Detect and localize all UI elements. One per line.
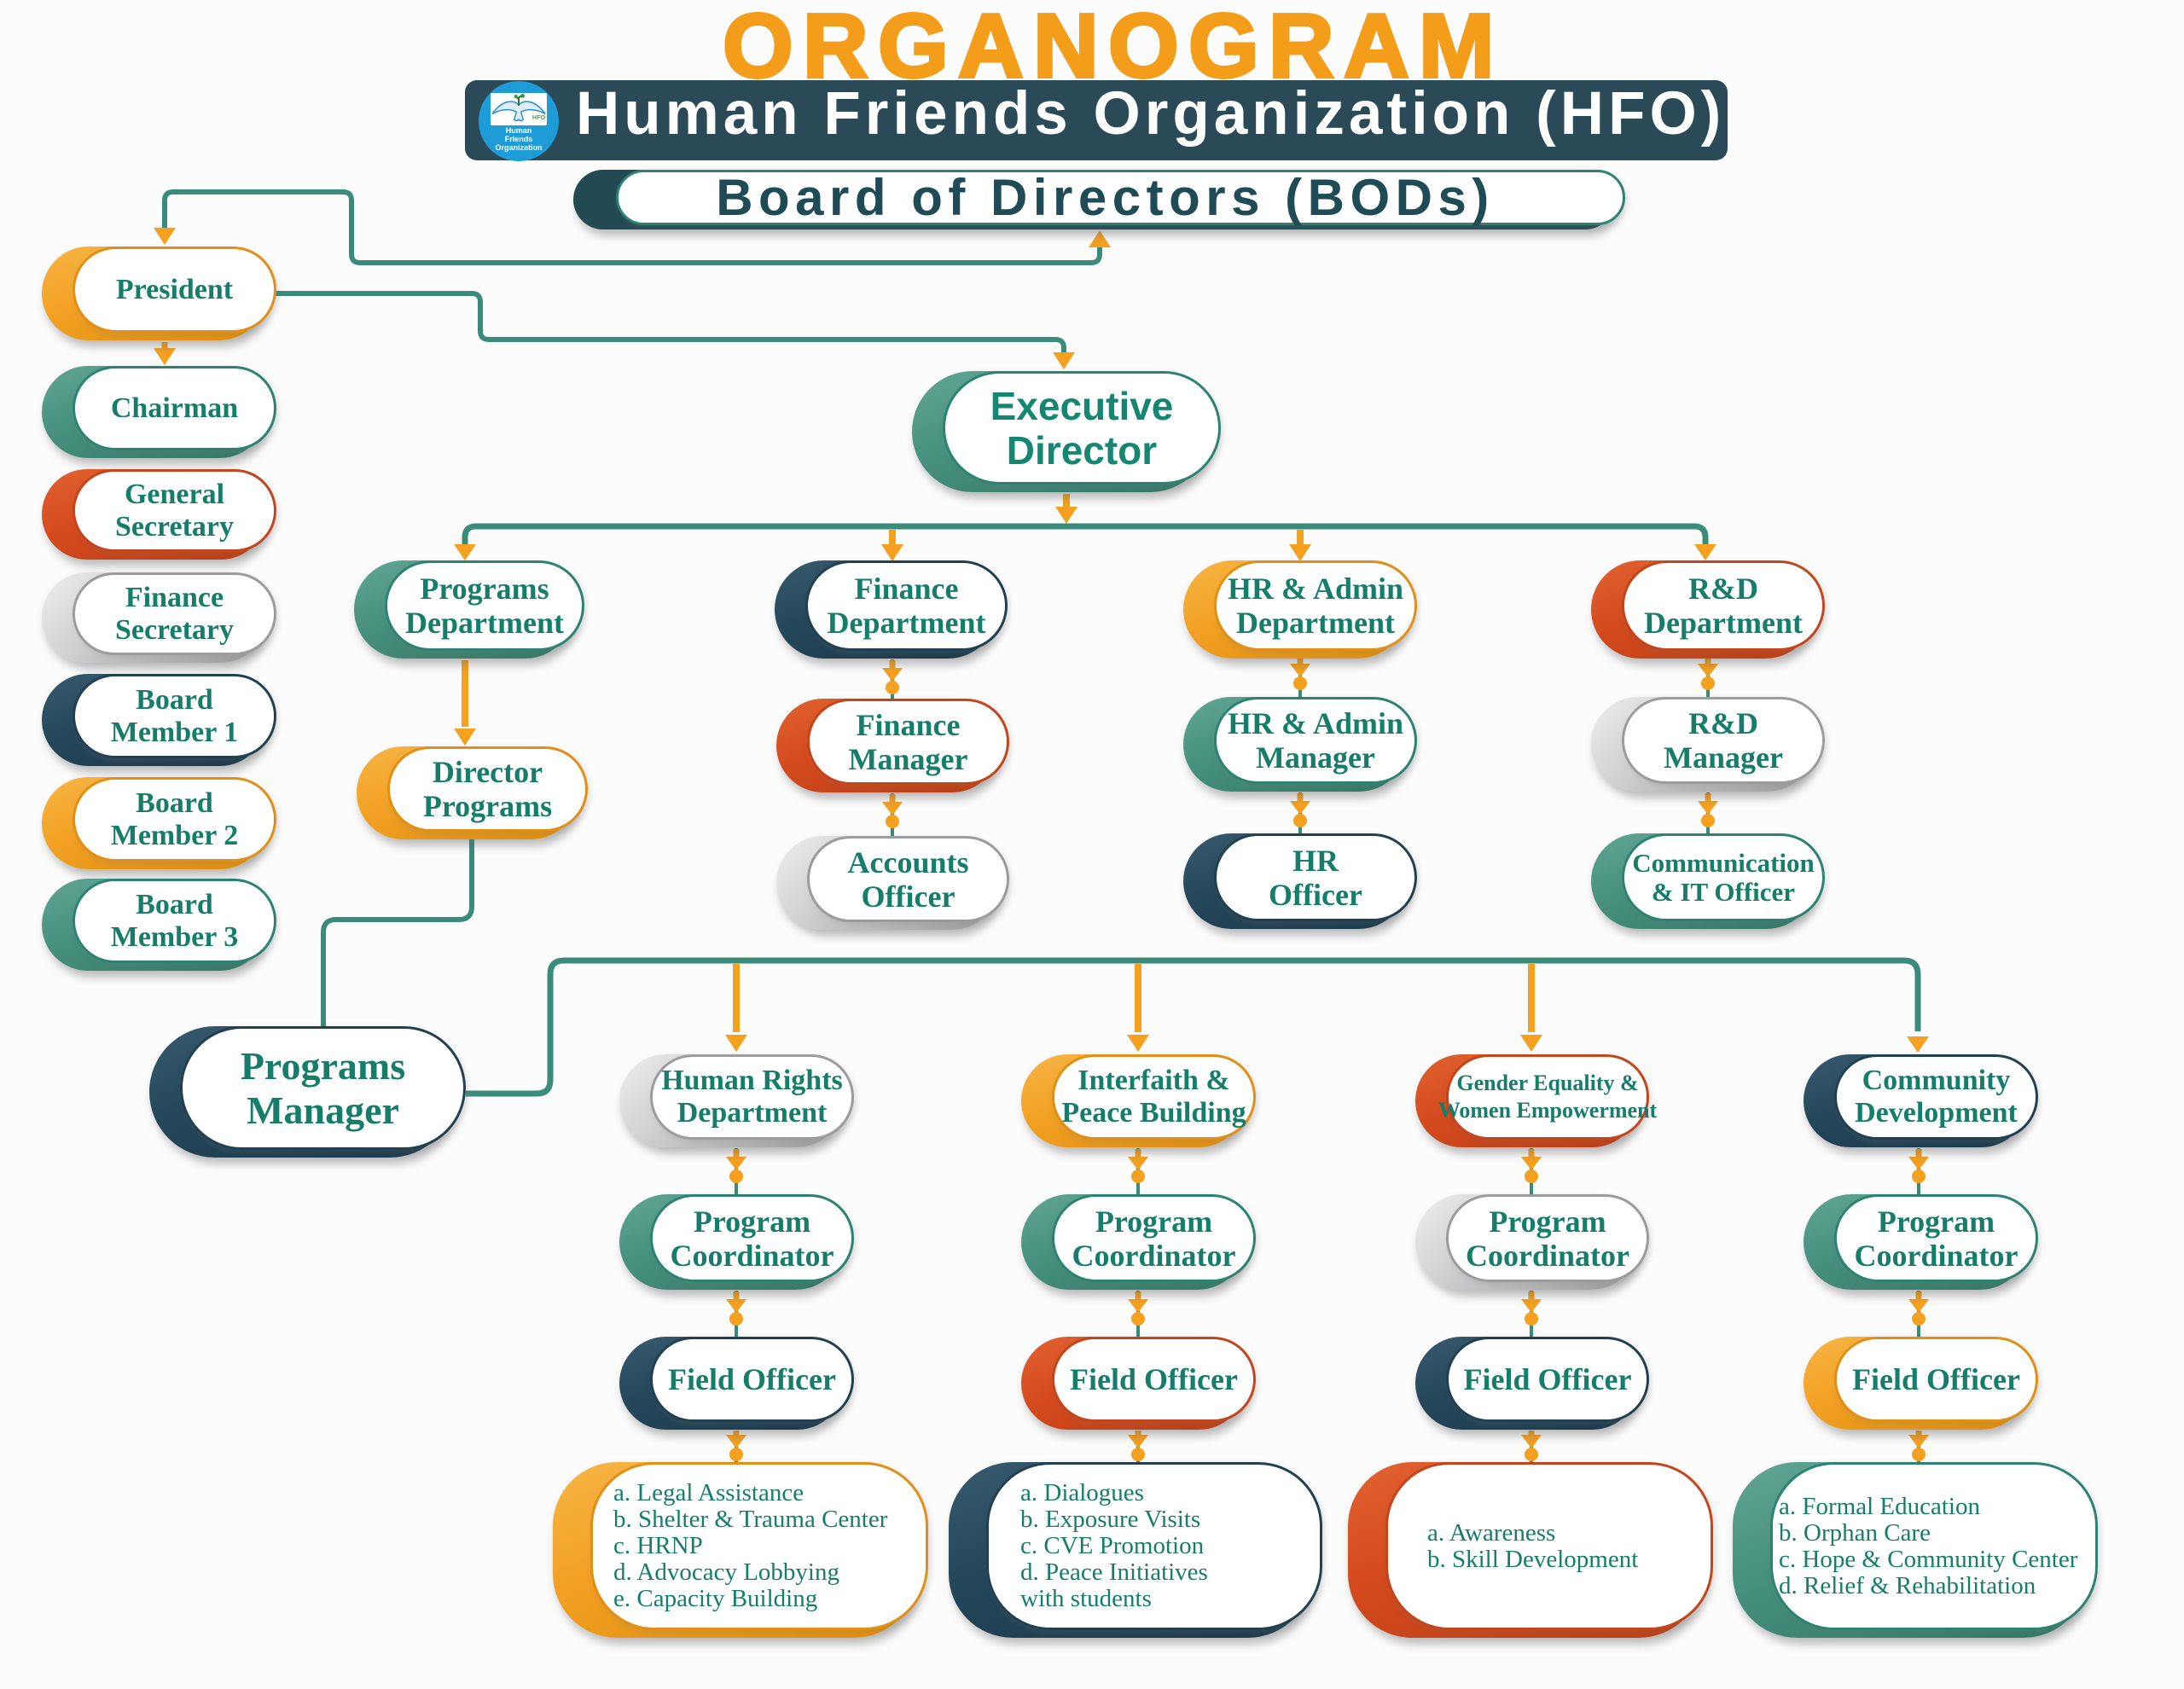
svg-text:HFO: HFO <box>532 113 546 121</box>
